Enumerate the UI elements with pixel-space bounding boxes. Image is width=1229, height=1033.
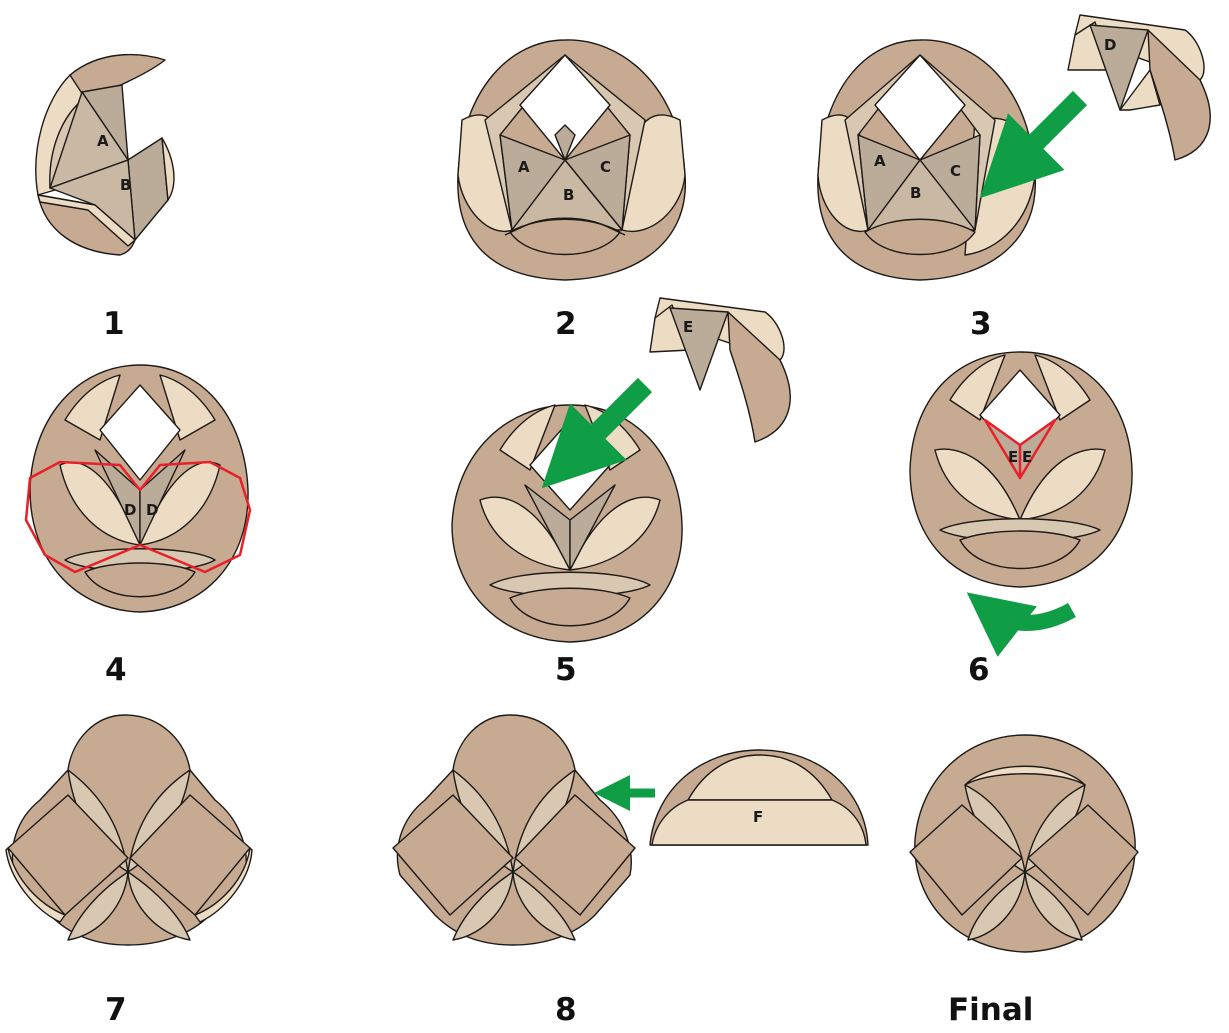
step-3-piece-label-d: D: [1104, 36, 1116, 54]
step-3-figure: A B C D: [818, 15, 1210, 280]
step-3-piece-label-c: C: [950, 162, 961, 180]
step-4-figure: D D: [26, 365, 250, 612]
step-3-piece-label-b: B: [910, 184, 921, 202]
step-5-piece-label-e: E: [683, 318, 693, 336]
step-2-piece-label-c: C: [600, 158, 611, 176]
step-1-piece-label-b: B: [120, 176, 131, 194]
step-3-piece-label-a: A: [874, 152, 886, 170]
step-1-figure: A B: [36, 55, 174, 255]
step-6-rotation-arrow: [992, 610, 1072, 623]
step-5-label: 5: [555, 652, 577, 688]
step-6-piece-label-e-left: E: [1008, 448, 1018, 466]
step-1-label: 1: [103, 306, 125, 342]
step-8-figure: F: [393, 715, 868, 945]
step-1-piece-label-a: A: [97, 132, 109, 150]
step-6-figure: E E: [910, 352, 1132, 623]
step-6-label: 6: [968, 652, 990, 688]
step-2-label: 2: [555, 306, 577, 342]
step-4-piece-label-d-left: D: [124, 501, 136, 519]
step-8-piece-label-f: F: [753, 808, 763, 826]
step-2-figure: A B C: [458, 40, 686, 280]
step-8-label: 8: [555, 992, 577, 1028]
step-2-piece-label-b: B: [563, 186, 574, 204]
step-6-piece-label-e-right: E: [1022, 448, 1032, 466]
final-figure: [910, 735, 1138, 952]
step-7-label: 7: [105, 992, 127, 1028]
step-7-figure: [6, 715, 252, 945]
final-label: Final: [948, 992, 1033, 1028]
step-2-piece-label-a: A: [518, 158, 530, 176]
step-4-piece-label-d-right: D: [146, 501, 158, 519]
step-4-label: 4: [105, 652, 127, 688]
step-3-label: 3: [970, 306, 992, 342]
step-5-figure: E: [452, 298, 790, 642]
